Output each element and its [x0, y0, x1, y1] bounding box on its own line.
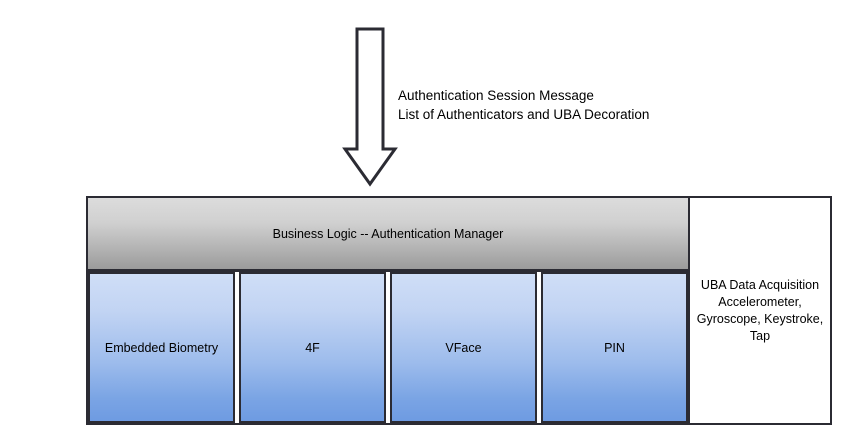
authenticator-label: Embedded Biometry — [104, 340, 219, 355]
authenticator-box-vface[interactable]: VFace — [390, 272, 537, 423]
uba-line-4: Tap — [749, 328, 771, 343]
uba-line-3: Gyroscope, Keystroke, — [696, 311, 824, 326]
message-line-2: List of Authenticators and UBA Decoratio… — [398, 107, 650, 122]
authenticator-row: Embedded Biometry 4F VFace PIN — [88, 272, 688, 423]
uba-data-acquisition-panel[interactable]: UBA Data Acquisition Accelerometer, Gyro… — [690, 198, 830, 423]
authentication-session-message: Authentication Session Message List of A… — [398, 86, 649, 124]
authenticator-box-4f[interactable]: 4F — [239, 272, 386, 423]
authenticator-label: PIN — [604, 340, 625, 355]
authentication-architecture-diagram: Business Logic -- Authentication Manager… — [86, 196, 832, 425]
uba-panel-text: UBA Data Acquisition Accelerometer, Gyro… — [697, 277, 823, 345]
uba-line-2: Accelerometer, — [718, 294, 802, 309]
business-logic-column: Business Logic -- Authentication Manager… — [88, 198, 690, 423]
message-line-1: Authentication Session Message — [398, 88, 594, 103]
authenticator-label: 4F — [305, 340, 320, 355]
authenticator-label: VFace — [445, 340, 482, 355]
business-logic-bar: Business Logic -- Authentication Manager — [88, 198, 688, 272]
authenticator-box-pin[interactable]: PIN — [541, 272, 688, 423]
authenticator-box-embedded-biometry[interactable]: Embedded Biometry — [88, 272, 235, 423]
uba-line-1: UBA Data Acquisition — [700, 277, 820, 292]
business-logic-label: Business Logic -- Authentication Manager — [272, 226, 504, 241]
down-arrow-icon — [342, 27, 398, 187]
